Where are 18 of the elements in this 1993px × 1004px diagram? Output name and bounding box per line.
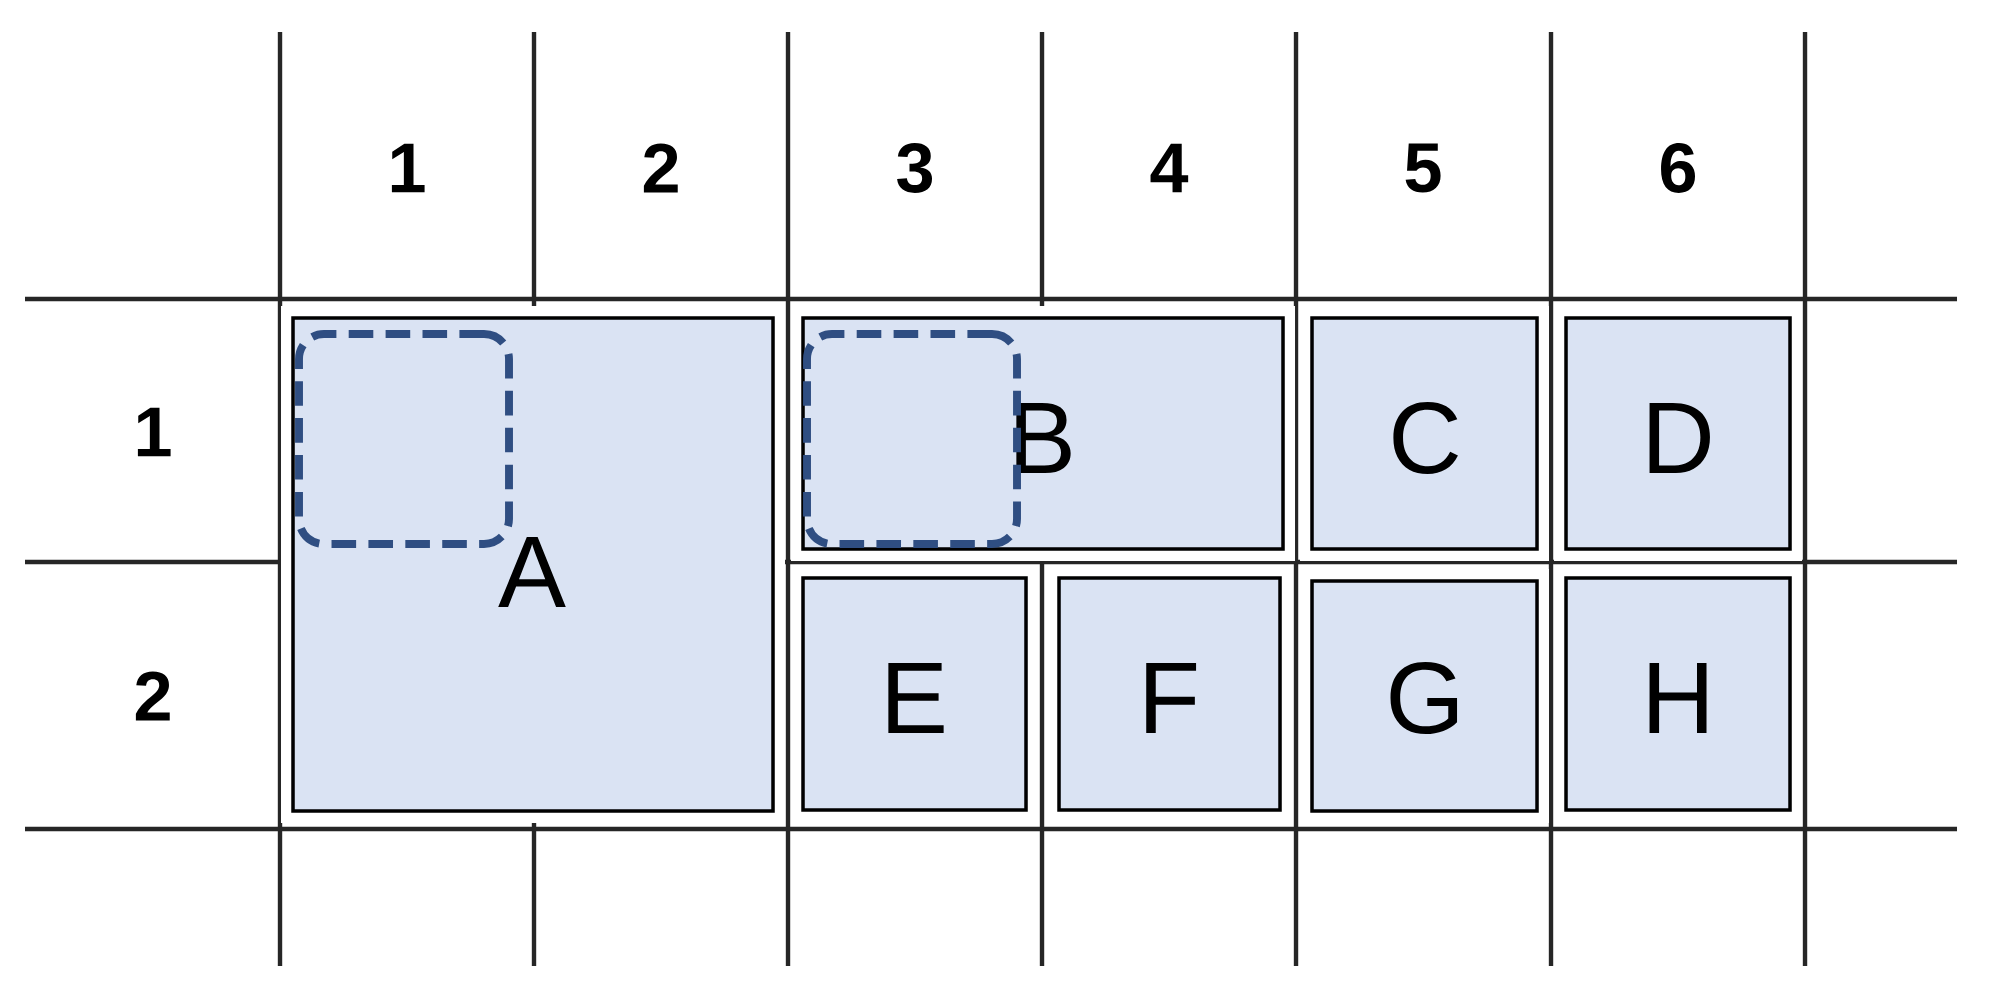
row-number: 2 [135, 671, 170, 721]
column-number: 1 [391, 143, 425, 193]
zone-box: E [791, 566, 1038, 822]
column-number: 5 [1405, 143, 1441, 193]
row-number: 1 [137, 407, 171, 457]
node-label: A [498, 536, 566, 608]
zone-box: C [1300, 306, 1549, 561]
node-label: C [1393, 401, 1458, 475]
zone-box: F [1047, 566, 1292, 822]
zone-box: D [1554, 306, 1802, 561]
column-number: 2 [643, 143, 678, 193]
column-number: 4 [1150, 143, 1189, 193]
column-number: 6 [1661, 143, 1695, 193]
column-number: 3 [897, 143, 932, 193]
node-label: G [1390, 661, 1458, 735]
zone-box: G [1300, 569, 1549, 823]
zone-box: H [1554, 566, 1802, 822]
zone-box: A [281, 306, 785, 823]
